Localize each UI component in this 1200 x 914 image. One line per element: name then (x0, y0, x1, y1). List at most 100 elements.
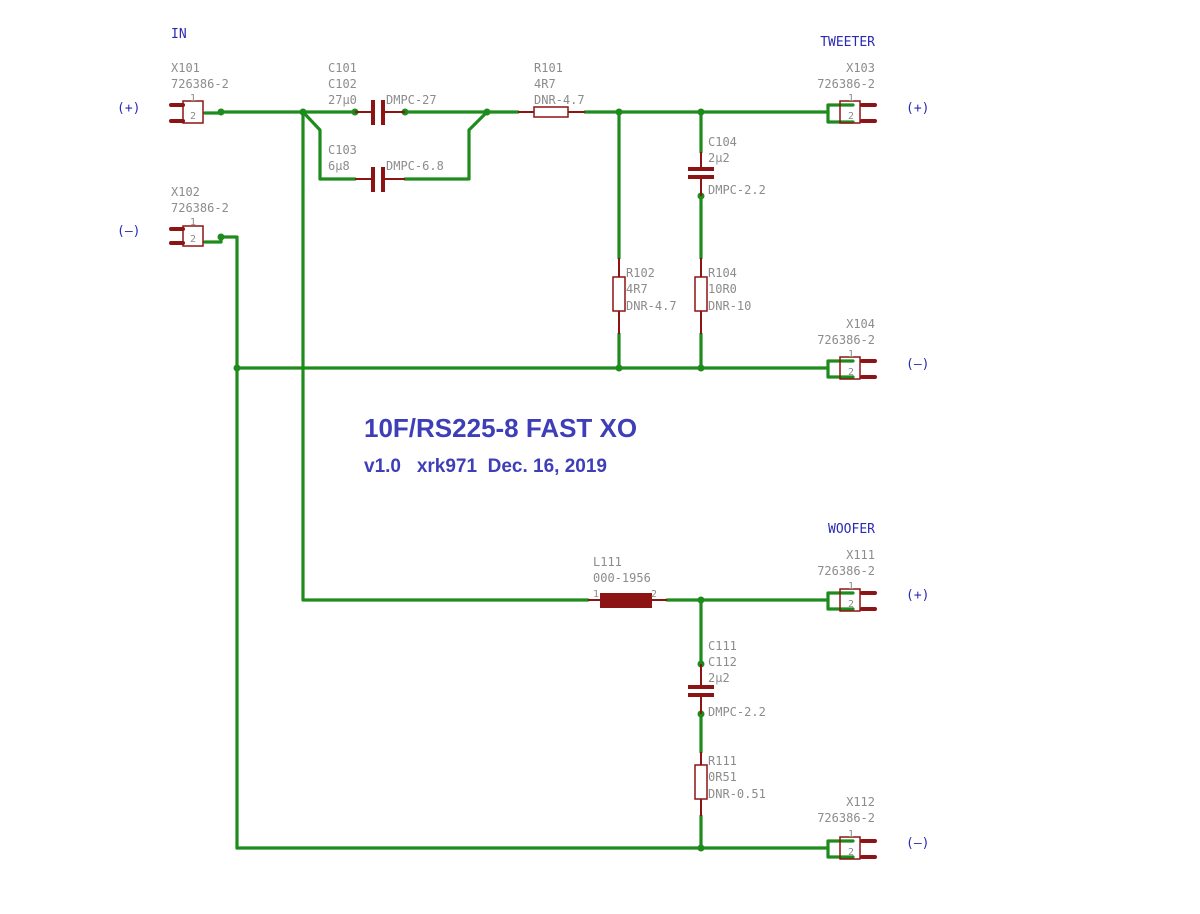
connector-part: 726386-2 (817, 564, 875, 578)
component-value: 2µ2 (708, 151, 730, 165)
capacitor-c103: C103 6µ8 DMPC-6.8 (328, 143, 444, 192)
connector-pin1-label: 1 (848, 581, 854, 592)
component-ref: C101 (328, 61, 357, 75)
component-part: DNR-10 (708, 299, 751, 313)
resistor-r111: R111 0R51 DNR-0.51 (694, 752, 766, 816)
polarity-label-in-pos: (+) (117, 101, 140, 116)
capacitor-c111-c112: C111 C112 2µ2 DMPC-2.2 (688, 639, 766, 719)
junction-dot (615, 364, 623, 372)
connector-body (839, 588, 861, 612)
connector-x112: 1 2 X112 726386-2 (817, 795, 877, 860)
connector-pin1-label: 1 (848, 349, 854, 360)
net-label-tweeter: TWEETER (820, 35, 875, 50)
component-ref: C102 (328, 77, 357, 91)
connector-ref: X102 (171, 185, 200, 199)
inductor-body (600, 593, 652, 608)
component-value: 4R7 (534, 77, 556, 91)
component-part: DNR-4.7 (534, 93, 585, 107)
component-part: 000-1956 (593, 571, 651, 585)
component-ref: C112 (708, 655, 737, 669)
polarity-label-woofer-neg: (–) (906, 836, 929, 851)
component-ref: R111 (708, 754, 737, 768)
capacitor-c104: C104 2µ2 DMPC-2.2 (688, 135, 766, 197)
connector-ref: X112 (846, 795, 875, 809)
capacitor-plate (688, 693, 714, 697)
net-label-in: IN (171, 27, 187, 42)
net-label-woofer: WOOFER (828, 522, 875, 537)
connector-pin1-label: 1 (190, 217, 196, 228)
junction-dot (697, 844, 705, 852)
junction-dot (697, 108, 705, 116)
junction-dot (697, 364, 705, 372)
connector-x104: 1 2 X104 726386-2 (817, 317, 877, 380)
wire-in-pos (203, 110, 357, 115)
connector-body (839, 100, 861, 124)
connector-pin2-label: 2 (190, 111, 196, 122)
component-part: DMPC-6.8 (386, 159, 444, 173)
capacitor-plate (381, 167, 385, 192)
resistor-body (612, 276, 626, 312)
connector-body (839, 356, 861, 380)
connector-pin1-label: 1 (190, 93, 196, 104)
resistor-r102: R102 4R7 DNR-4.7 (612, 258, 677, 334)
capacitor-plate (371, 100, 375, 125)
polarity-label-tweeter-pos: (+) (906, 101, 929, 116)
connector-ref: X111 (846, 548, 875, 562)
connector-body (839, 836, 861, 860)
component-value: 2µ2 (708, 671, 730, 685)
wire-woofer-feed (301, 110, 590, 602)
schematic-subtitle: v1.0 xrk971 Dec. 16, 2019 (364, 456, 607, 477)
connector-part: 726386-2 (817, 333, 875, 347)
wire-in-neg (203, 235, 239, 850)
junction-dot (697, 596, 705, 604)
component-ref: L111 (593, 555, 622, 569)
wire-l111-woofer (665, 598, 855, 611)
connector-x101: 1 2 X101 726386-2 (169, 61, 229, 124)
connector-part: 726386-2 (171, 201, 229, 215)
wire-c103-return (403, 110, 489, 181)
wire-c103-branch (301, 110, 357, 181)
capacitor-plate (688, 175, 714, 179)
wire-tweeter-pin1 (826, 103, 855, 114)
component-value: 4R7 (626, 282, 648, 296)
connector-pin1-label: 1 (848, 93, 854, 104)
connector-pin1-label: 1 (848, 829, 854, 840)
wire-neg-woofer (235, 846, 855, 859)
connector-x111: 1 2 X111 726386-2 (817, 548, 877, 612)
wire-neg-tweeter-pin1 (826, 359, 855, 370)
component-value: 6µ8 (328, 159, 350, 173)
junctions (217, 108, 705, 852)
capacitor-plate (381, 100, 385, 125)
connector-pin2-label: 2 (848, 111, 854, 122)
connector-body (182, 100, 204, 124)
connector-pin2-label: 2 (190, 234, 196, 245)
polarity-label-woofer-pos: (+) (906, 588, 929, 603)
component-value: 10R0 (708, 282, 737, 296)
wire-neg-tweeter (235, 366, 855, 379)
component-part: DMPC-2.2 (708, 183, 766, 197)
component-value: 27µ0 (328, 93, 357, 107)
connector-part: 726386-2 (817, 811, 875, 825)
connector-pin2-label: 2 (848, 367, 854, 378)
junction-dot (217, 233, 225, 241)
inductor-l111: 1 2 L111 000-1956 (588, 555, 667, 608)
component-ref: C111 (708, 639, 737, 653)
inductor-pin2-label: 2 (651, 589, 657, 600)
resistor-body (533, 106, 569, 118)
connector-pin2-label: 2 (848, 599, 854, 610)
capacitor-plate (688, 167, 714, 171)
resistor-r101: R101 4R7 DNR-4.7 (518, 61, 585, 118)
junction-dot (233, 364, 241, 372)
resistor-body (694, 276, 708, 312)
connector-pin2-label: 2 (848, 847, 854, 858)
inductor-pin1-label: 1 (593, 589, 599, 600)
component-part: DNR-0.51 (708, 787, 766, 801)
connector-ref: X104 (846, 317, 875, 331)
component-ref: C103 (328, 143, 357, 157)
polarity-label-in-neg: (–) (117, 224, 140, 239)
wire-neg-woofer-pin1 (826, 839, 855, 850)
junction-dot (299, 108, 307, 116)
component-ref: R102 (626, 266, 655, 280)
component-part: DNR-4.7 (626, 299, 677, 313)
